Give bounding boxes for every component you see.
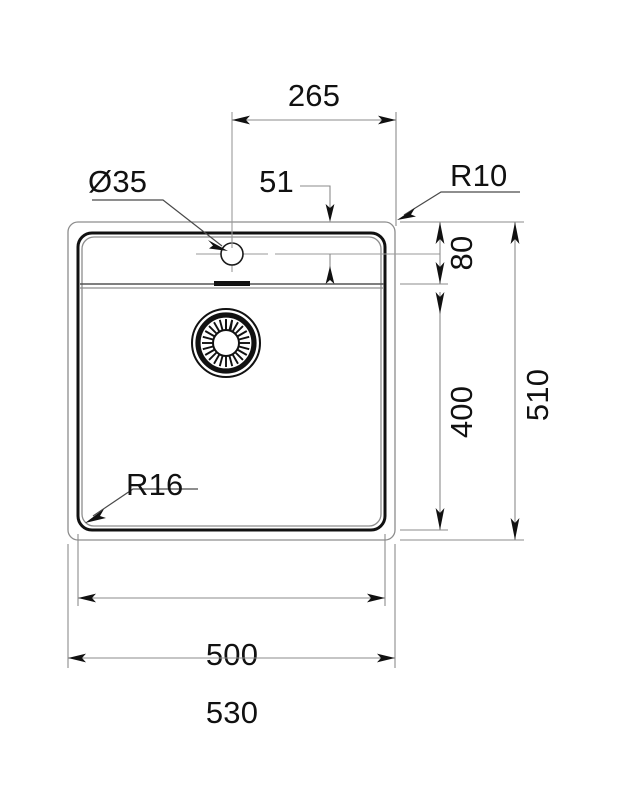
dia35-arrow [208, 240, 228, 251]
dimension-51: 51 [259, 164, 335, 284]
sink-basin [76, 231, 387, 532]
r16-arrow [85, 509, 106, 523]
r16-label: R16 [126, 467, 183, 502]
dimension-510: 510 [400, 221, 555, 541]
callout-outer-radius: R10 [397, 158, 520, 220]
sink-basin-outline [76, 231, 387, 532]
dia35-leader [92, 199, 223, 247]
dim-530-label: 530 [206, 695, 258, 730]
r10-label: R10 [450, 158, 507, 193]
dim-500-label: 500 [206, 637, 258, 672]
callout-basin-radius: R16 [85, 467, 198, 523]
dim-80-arrow-bottom [435, 262, 445, 284]
dim-510-arrow-top [510, 222, 520, 244]
drain-body-ring [195, 312, 257, 374]
r16-leader [92, 488, 198, 517]
dim-500-arrow-left [78, 593, 96, 603]
dim-530-arrow-left [68, 653, 86, 663]
dim-265-label: 265 [288, 78, 340, 113]
dim-510-arrow-bottom [510, 518, 520, 540]
dim-80-arrow-top [435, 222, 445, 244]
dim-51-arrow-up [325, 266, 335, 284]
dim-51-label: 51 [259, 164, 294, 199]
dimension-500: 500 [77, 534, 386, 672]
dim-265-arrow-right [378, 115, 396, 125]
dimension-265: 265 [232, 78, 397, 226]
overflow-slot [214, 281, 250, 286]
dim-51-arrow-down [325, 204, 335, 222]
dimension-400: 400 [400, 292, 479, 531]
r10-leader [403, 191, 520, 216]
dim-500-arrow-right [367, 593, 385, 603]
drain-slots [202, 319, 250, 367]
dim-530-arrow-right [377, 653, 395, 663]
dim-51-leader [300, 185, 331, 212]
drain-outer-ring [191, 308, 261, 378]
dimension-530: 530 [67, 544, 396, 730]
dim-400-arrow-bottom [435, 508, 445, 530]
dim-400-label: 400 [444, 386, 479, 438]
dim-80-label: 80 [444, 236, 479, 271]
r10-arrow [397, 208, 416, 220]
drain-center-hole [212, 329, 240, 357]
callout-tap-hole-diameter: Ø35 [88, 164, 228, 251]
dim-265-arrow-left [232, 115, 250, 125]
dim-510-label: 510 [520, 369, 555, 421]
dim-400-arrow-top [435, 292, 445, 314]
dimension-80: 80 [400, 221, 479, 285]
drain-strainer [191, 308, 261, 378]
drain-slot-ring [202, 319, 250, 367]
tap-hole [196, 236, 268, 272]
dia35-label: Ø35 [88, 164, 147, 199]
